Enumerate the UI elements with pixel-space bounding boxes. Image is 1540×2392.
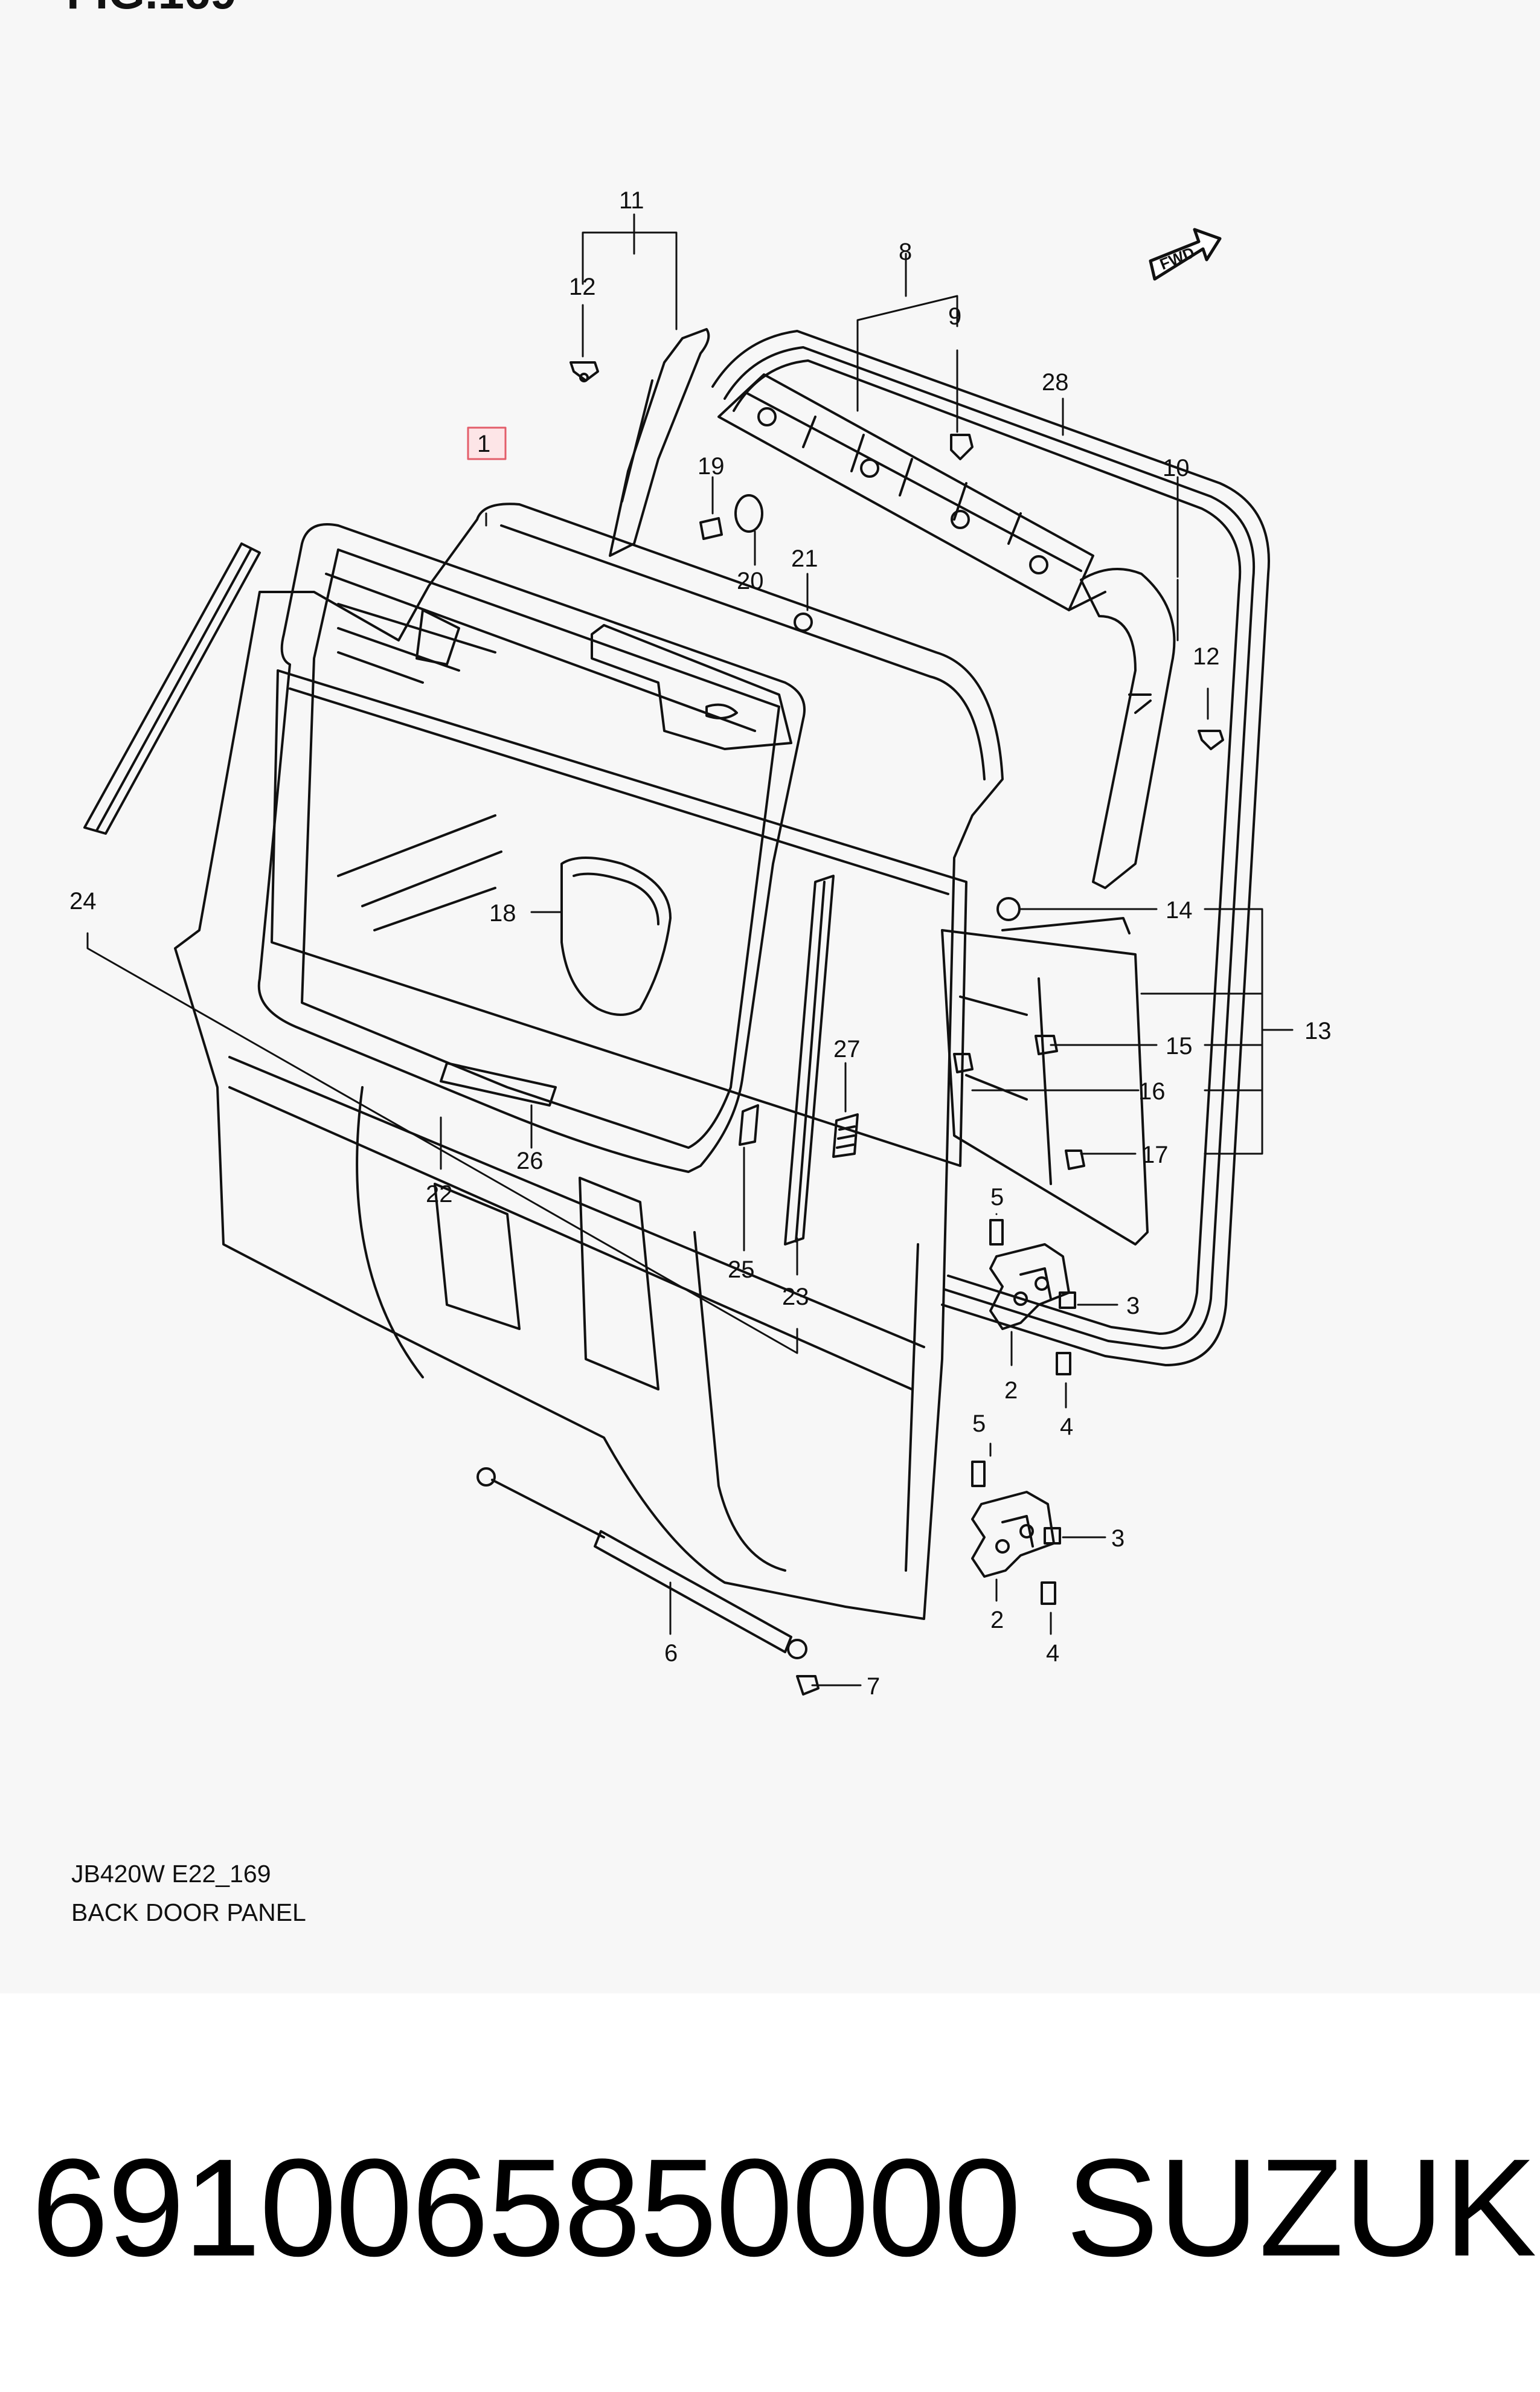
callout-21: 21 bbox=[791, 545, 818, 572]
callout-5-upper: 5 bbox=[990, 1184, 1004, 1210]
callout-23: 23 bbox=[782, 1284, 809, 1310]
callout-17: 17 bbox=[1141, 1142, 1169, 1168]
nut-part-7 bbox=[796, 1675, 820, 1696]
leader-lines bbox=[86, 213, 1294, 1686]
gas-strut bbox=[476, 1467, 807, 1659]
callout-25: 25 bbox=[728, 1256, 755, 1283]
fwd-arrow-icon: FWD bbox=[1149, 228, 1222, 281]
callout-15: 15 bbox=[1166, 1033, 1193, 1059]
left-garnish-strip bbox=[83, 542, 261, 835]
callout-2-upper: 2 bbox=[1004, 1377, 1018, 1404]
brand-name: SUZUKI bbox=[1066, 2130, 1540, 2285]
callout-labels: 1 11 12 8 9 28 10 12 19 20 21 18 14 13 1… bbox=[69, 187, 1332, 1700]
clip-part-12-right bbox=[1198, 730, 1224, 750]
clip-part-9 bbox=[950, 434, 974, 460]
fwd-marker: FWD bbox=[1157, 243, 1197, 274]
callout-highlight-1 bbox=[467, 426, 507, 460]
callout-19: 19 bbox=[698, 453, 725, 480]
parts-diagram: FIG.169 FWD bbox=[66, 0, 1332, 1700]
callout-12-upper: 12 bbox=[569, 274, 596, 300]
callout-5-lower: 5 bbox=[972, 1410, 986, 1437]
callout-4-lower: 4 bbox=[1046, 1640, 1059, 1667]
callout-6: 6 bbox=[664, 1640, 678, 1667]
callout-11: 11 bbox=[619, 187, 644, 214]
callout-12-right: 12 bbox=[1193, 643, 1220, 670]
clip-part-17 bbox=[1065, 1149, 1085, 1170]
diagram-panel bbox=[0, 0, 1540, 1993]
plug-part-20 bbox=[734, 494, 763, 533]
callout-2-lower: 2 bbox=[990, 1607, 1004, 1633]
callout-16: 16 bbox=[1138, 1078, 1166, 1105]
callout-9: 9 bbox=[948, 303, 961, 330]
callout-20: 20 bbox=[737, 568, 764, 594]
part-number: 6910065850000 bbox=[31, 2130, 1021, 2285]
hinge-lower bbox=[971, 1461, 1061, 1605]
clip-part-16 bbox=[953, 1053, 974, 1073]
lower-trim-panel bbox=[941, 917, 1149, 1246]
back-window-glass bbox=[257, 523, 806, 1173]
diagram-caption: JB420W E22_169 BACK DOOR PANEL bbox=[71, 1854, 306, 1932]
figure-heading: FIG.169 bbox=[66, 0, 237, 19]
callout-8: 8 bbox=[899, 239, 912, 265]
footer-band bbox=[0, 1993, 1540, 2392]
callout-28: 28 bbox=[1042, 369, 1069, 396]
clip-part-15 bbox=[1035, 1035, 1058, 1055]
callout-26: 26 bbox=[516, 1148, 544, 1174]
callout-4-upper: 4 bbox=[1060, 1413, 1073, 1440]
hinge-upper bbox=[989, 1219, 1076, 1375]
callout-27: 27 bbox=[833, 1036, 861, 1063]
bumper-part-19 bbox=[699, 517, 723, 540]
garnish-part-26 bbox=[440, 1062, 557, 1107]
side-trim-left bbox=[609, 328, 710, 557]
callout-7: 7 bbox=[867, 1673, 880, 1700]
vertical-strip bbox=[784, 875, 835, 1246]
spacer-part-27 bbox=[832, 1113, 859, 1158]
diagram-code: JB420W E22_169 bbox=[71, 1860, 271, 1888]
callout-3-lower: 3 bbox=[1111, 1525, 1125, 1552]
callout-14: 14 bbox=[1166, 897, 1193, 924]
side-trim-right bbox=[1068, 568, 1176, 889]
callout-24: 24 bbox=[69, 888, 97, 915]
diagram-title: BACK DOOR PANEL bbox=[71, 1898, 306, 1926]
back-door-panel bbox=[174, 503, 1004, 1620]
callout-22: 22 bbox=[426, 1181, 453, 1207]
upper-trim-panel bbox=[717, 373, 1094, 611]
weatherstrip-seal bbox=[711, 330, 1270, 1366]
callout-13: 13 bbox=[1304, 1018, 1332, 1044]
clip-part-12-upper bbox=[569, 361, 599, 382]
plug-part-21 bbox=[794, 612, 813, 632]
callout-3-upper: 3 bbox=[1126, 1293, 1140, 1319]
callout-18: 18 bbox=[489, 900, 516, 927]
callout-1: 1 bbox=[477, 431, 490, 457]
plug-part-14 bbox=[996, 897, 1021, 921]
callout-10: 10 bbox=[1163, 455, 1190, 481]
cushion-part-25 bbox=[739, 1104, 759, 1146]
